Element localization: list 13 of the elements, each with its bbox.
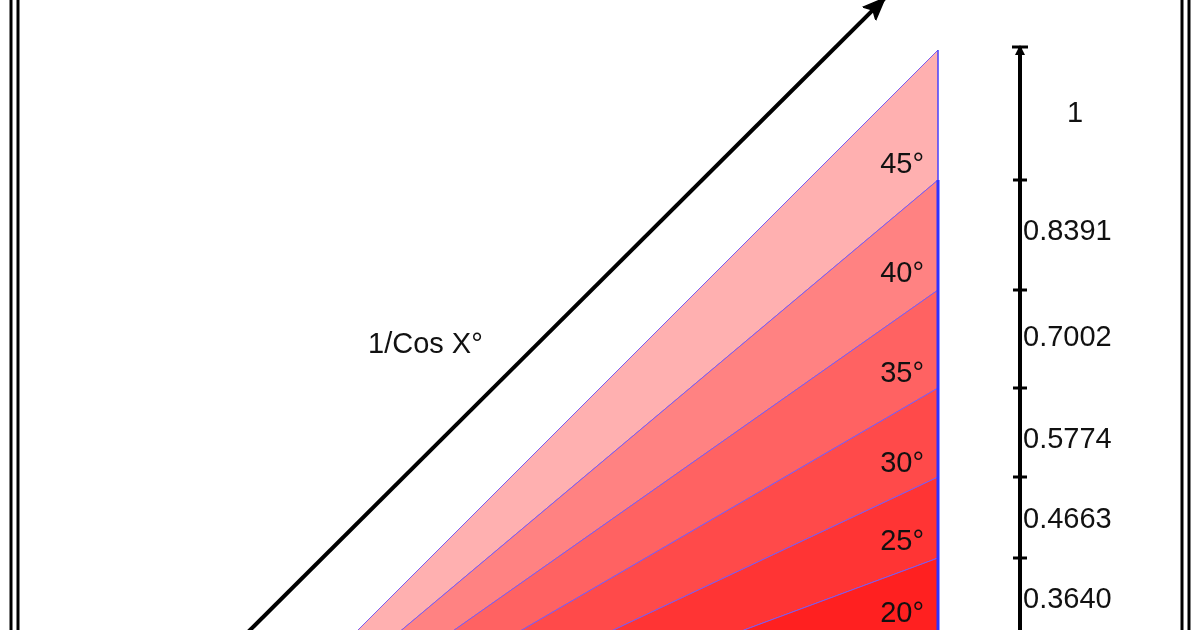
tangent-value: 0.5774 (1023, 421, 1112, 455)
angle-label: 40° (880, 255, 924, 289)
tangent-value: 1 (1066, 95, 1084, 129)
tangent-value: 0.4663 (1023, 501, 1112, 535)
hypotenuse-label: 1/Cos X° (368, 326, 483, 360)
tangent-value: 0.3640 (1023, 581, 1112, 615)
angle-label: 45° (880, 146, 924, 180)
angle-label: 25° (880, 523, 924, 557)
tangent-value: 0.8391 (1023, 213, 1112, 247)
tangent-value: 0.7002 (1023, 319, 1112, 353)
angle-label: 30° (880, 445, 924, 479)
angle-label: 35° (880, 355, 924, 389)
angle-label: 20° (880, 595, 924, 629)
